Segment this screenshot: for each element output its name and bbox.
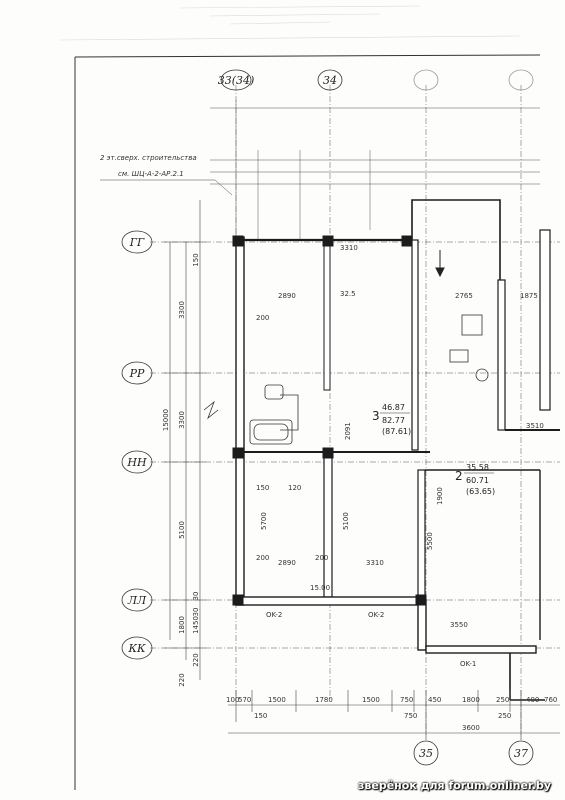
dim-3300-b: 3300	[178, 411, 186, 429]
dim-b-100: 100	[226, 696, 239, 704]
room-2-living-area: 35.58	[466, 463, 489, 472]
axis-label-ll: ЛЛ	[127, 594, 147, 607]
axis-markers-left: ГГ РР НН ЛЛ КК	[121, 230, 153, 660]
axis-label-35: 35	[419, 747, 433, 760]
dim-3300-a: 3300	[178, 301, 186, 319]
room-2-area-with-balcony: (63.65)	[466, 487, 495, 496]
axis-label-34: 34	[323, 74, 337, 87]
lbl-120: 120	[288, 484, 301, 492]
note-line-2: см. ШЦ-А-2-АР.2.1	[118, 170, 184, 178]
axis-label-33-34: 33(34)	[218, 74, 255, 87]
dim-b-1500-b: 1500	[362, 696, 380, 704]
room-3-living-area: 46.87	[382, 403, 405, 412]
bathroom-fixtures	[249, 314, 489, 445]
dim-b-3600: 3600	[462, 724, 480, 732]
axis-label-rr: РР	[129, 367, 145, 380]
dim-30-b: 30	[192, 608, 200, 617]
room-3-area-with-balcony: (87.61)	[382, 427, 411, 436]
dim-b-1800: 1800	[462, 696, 480, 704]
walls	[232, 199, 560, 701]
room-3-number: 3	[372, 409, 380, 423]
dim-150: 150	[192, 253, 200, 266]
interior-dimensions: 2890 32.5 2890 3310 5700 5100 2091 OK-2 …	[256, 244, 544, 668]
lbl-200-a: 200	[256, 314, 269, 322]
dim-b-250-b: 250	[498, 712, 511, 720]
dimension-lines-bottom	[228, 690, 560, 740]
watermark: зверёнок для forum.onliner.by	[358, 779, 551, 792]
lbl-1875: 1875	[520, 292, 538, 300]
lbl-5500: 5500	[426, 532, 434, 550]
dim-b-1780: 1780	[315, 696, 333, 704]
lbl-ok1: OK-1	[460, 660, 476, 668]
scan-noise	[59, 5, 521, 41]
note-line-1: 2 эт.сверх. строительства	[100, 154, 197, 162]
dim-b-750: 750	[400, 696, 413, 704]
dim-15000: 15000	[162, 409, 170, 431]
room-2-number: 2	[455, 469, 463, 483]
dim-b-250-a: 250	[496, 696, 509, 704]
dim-b-1500-a: 1500	[268, 696, 286, 704]
lbl-3310-bottom: 3310	[366, 559, 384, 567]
axis-label-37: 37	[514, 747, 528, 760]
lbl-1900: 1900	[436, 487, 444, 505]
lbl-200-c: 200	[315, 554, 328, 562]
lbl-2890-top: 2890	[278, 292, 296, 300]
dimension-lines-top	[210, 100, 540, 240]
dim-b-570: 570	[238, 696, 251, 704]
dim-b-150: 150	[254, 712, 267, 720]
dim-b-760: 760	[544, 696, 557, 704]
axis-label-kk: КК	[127, 642, 146, 655]
lbl-15-00: 15.00	[310, 584, 330, 592]
room-2-label: 2 35.58 60.71 (63.65)	[455, 463, 495, 496]
dim-220-b: 220	[178, 673, 186, 686]
room-2-total-area: 60.71	[466, 476, 489, 485]
room-3-label: 3 46.87 82.77 (87.61)	[372, 403, 411, 436]
dim-220-a: 220	[192, 653, 200, 666]
axis-label-gg: ГГ	[129, 236, 145, 249]
dimension-labels-bottom: 100 570 1500 1780 1500 750 450 1800 250 …	[226, 696, 557, 732]
lbl-5100: 5100	[342, 512, 350, 530]
lbl-2890-bottom: 2890	[278, 559, 296, 567]
entrance-arrow	[435, 250, 445, 278]
dim-1450: 1450	[192, 616, 200, 634]
lbl-150: 150	[256, 484, 269, 492]
break-mark	[203, 400, 219, 420]
dim-b-400: 400	[526, 696, 539, 704]
room-3-total-area: 82.77	[382, 416, 405, 425]
dimension-lines-left	[164, 200, 206, 680]
lbl-3510: 3510	[526, 422, 544, 430]
lbl-32-5: 32.5	[340, 290, 356, 298]
axis-label-nn: НН	[126, 456, 147, 469]
lbl-3550: 3550	[450, 621, 468, 629]
dim-b-750-b: 750	[404, 712, 417, 720]
dim-30-a: 30	[192, 592, 200, 601]
note-reference: 2 эт.сверх. строительства см. ШЦ-А-2-АР.…	[100, 154, 233, 196]
lbl-2765: 2765	[455, 292, 473, 300]
lbl-ok2-b: OK-2	[368, 611, 384, 619]
lbl-2091: 2091	[344, 422, 352, 440]
dim-5100: 5100	[178, 521, 186, 539]
sheet-frame	[74, 54, 541, 790]
axis-markers-bottom: 35 37	[413, 740, 534, 766]
lbl-5380: 5700	[260, 512, 268, 530]
lbl-200-b: 200	[256, 554, 269, 562]
dim-1800: 1800	[178, 616, 186, 634]
dimension-labels-left: 15000 3300 3300 5100 1800 1450 220 220 1…	[162, 253, 200, 686]
dim-b-450: 450	[428, 696, 441, 704]
lbl-ok2-a: OK-2	[266, 611, 282, 619]
lbl-3310-top: 3310	[340, 244, 358, 252]
axis-markers-top: 33(34) 34	[218, 69, 534, 91]
